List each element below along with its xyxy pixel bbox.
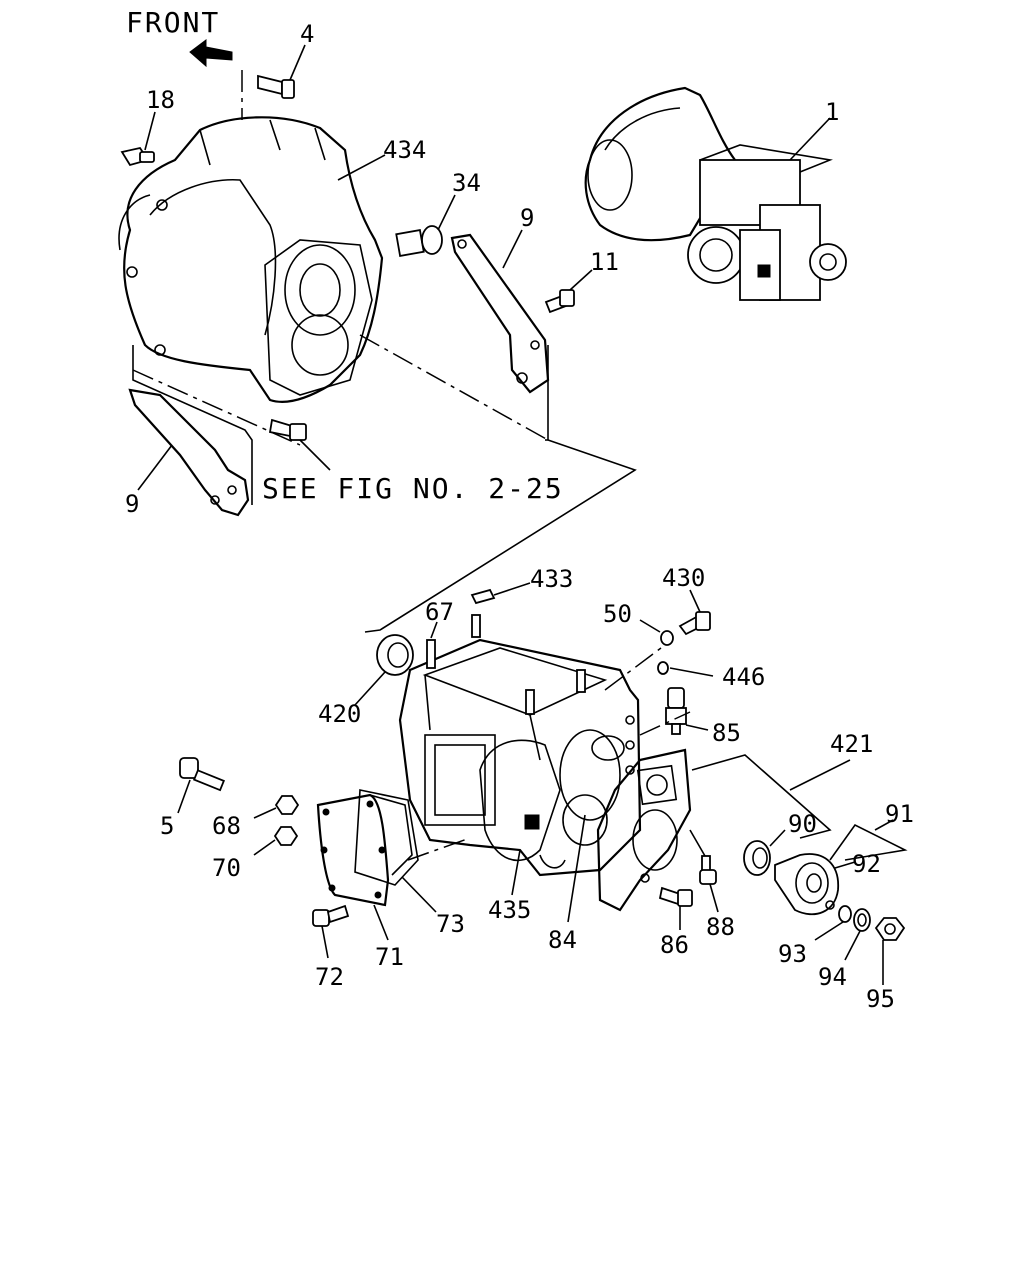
nut-70: [273, 826, 299, 846]
label-73: 73: [436, 910, 465, 938]
label-70: 70: [212, 854, 241, 882]
label-94: 94: [818, 963, 847, 991]
label-434: 434: [383, 136, 426, 164]
label-430: 430: [662, 564, 705, 592]
bolt-11: [544, 289, 575, 314]
label-67: 67: [425, 598, 454, 626]
label-88: 88: [706, 913, 735, 941]
front-label: FRONT: [126, 6, 220, 39]
label-91: 91: [885, 800, 914, 828]
bolt-88: [699, 855, 717, 885]
bracket-9-bottom: [128, 388, 250, 517]
label-72: 72: [315, 963, 344, 991]
bolt-86: [658, 886, 693, 907]
label-68: 68: [212, 812, 241, 840]
o-ring-93: [838, 905, 852, 923]
seal-90: [743, 840, 771, 876]
ring-446: [657, 661, 669, 675]
plug-34: [395, 225, 443, 257]
cover-plate-71: [316, 793, 390, 907]
label-95: 95: [866, 985, 895, 1013]
label-5: 5: [160, 812, 174, 840]
label-4: 4: [300, 20, 314, 48]
front-arrow-icon: [189, 39, 233, 68]
label-421: 421: [830, 730, 873, 758]
label-85: 85: [712, 719, 741, 747]
label-34: 34: [452, 169, 481, 197]
seal-420: [376, 634, 414, 676]
label-11: 11: [590, 248, 619, 276]
label-50: 50: [603, 600, 632, 628]
switch-85: [665, 687, 687, 735]
label-9-top: 9: [520, 204, 534, 232]
label-446: 446: [722, 663, 765, 691]
label-420: 420: [318, 700, 361, 728]
nut-95: [874, 917, 906, 941]
bolt-5: [179, 757, 226, 792]
washer-50: [660, 630, 674, 646]
washer-94: [853, 908, 871, 932]
transmission-case: [398, 638, 642, 877]
nut-68: [274, 795, 300, 815]
clutch-housing: [118, 116, 384, 403]
label-84: 84: [548, 926, 577, 954]
bolt-72: [312, 904, 350, 927]
label-435: 435: [488, 896, 531, 924]
bolt-18: [120, 146, 155, 167]
label-9-bottom: 9: [125, 490, 139, 518]
label-18: 18: [146, 86, 175, 114]
label-86: 86: [660, 931, 689, 959]
flange-92: [774, 853, 839, 916]
label-71: 71: [375, 943, 404, 971]
gasket-73: [354, 789, 419, 886]
bracket-9-top: [450, 233, 550, 394]
plate-433: [470, 588, 496, 605]
transmission-assembly: [584, 86, 847, 301]
stud-67: [426, 639, 436, 669]
bolt-4: [257, 74, 295, 99]
label-1: 1: [825, 98, 839, 126]
label-90: 90: [788, 810, 817, 838]
bolt-see-fig: [268, 418, 307, 441]
bolt-430: [678, 611, 711, 636]
label-93: 93: [778, 940, 807, 968]
rear-cover-421: [596, 748, 692, 912]
label-433: 433: [530, 565, 573, 593]
see-fig-label: SEE FIG NO. 2-25: [262, 472, 564, 505]
